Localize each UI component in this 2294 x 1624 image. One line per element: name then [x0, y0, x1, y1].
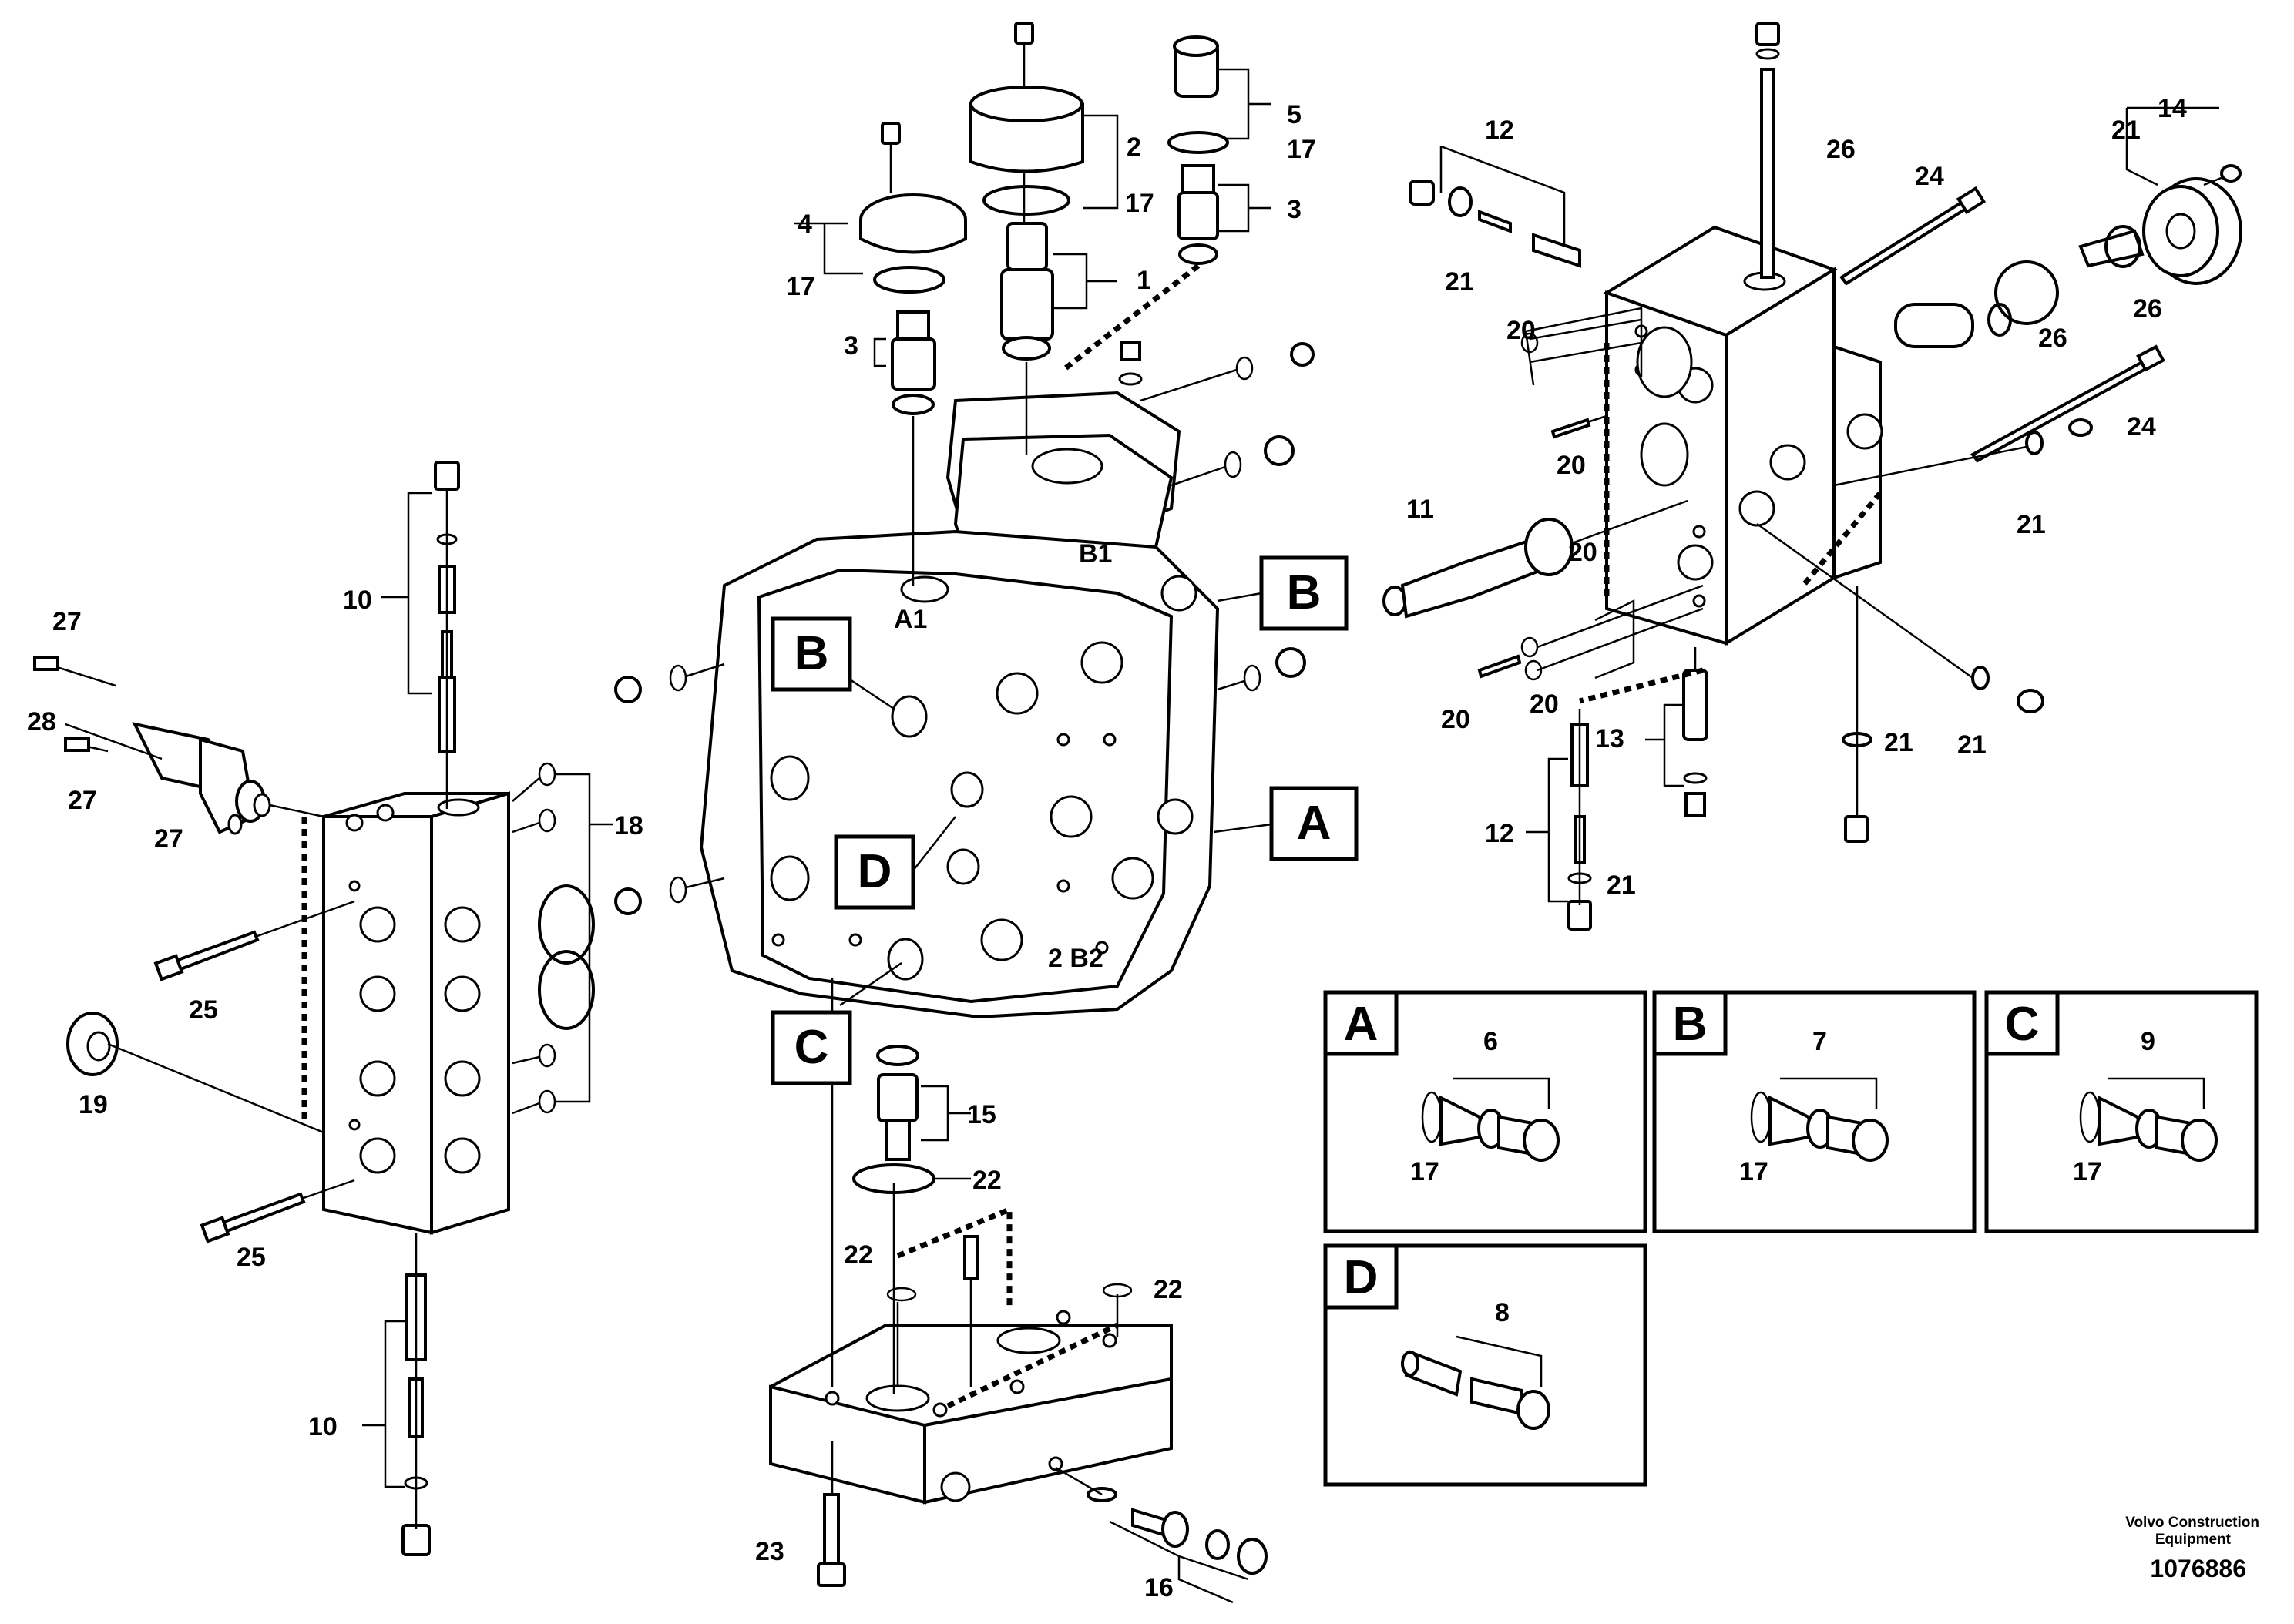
callout-11: 11 [1406, 495, 1434, 524]
callout-labels: 1 2 3 3 4 5 17 17 17 10 10 27 27 27 28 1… [27, 94, 2187, 1602]
callout-23: 23 [755, 1537, 784, 1566]
callout-4: 4 [798, 210, 812, 239]
callout-6: 6 [1483, 1027, 1498, 1056]
callout-20-d: 20 [1441, 705, 1470, 734]
callout-17-inset-b: 17 [1739, 1157, 1768, 1186]
callout-16: 16 [1144, 1573, 1174, 1602]
callout-3-left: 3 [844, 331, 858, 361]
callout-9: 9 [2141, 1027, 2155, 1056]
main-valve-body: A1 B1 2 B2 [614, 22, 1315, 1604]
callout-21-e: 21 [1884, 728, 1913, 757]
callout-20-b: 20 [1557, 451, 1586, 480]
company-name-line1: Volvo Construction [2125, 1515, 2259, 1531]
port-tag-b-right-label: B [1287, 566, 1322, 619]
callout-12-top: 12 [1485, 116, 1514, 145]
body-mark-a1: A1 [894, 605, 927, 634]
body-mark-b1: B1 [1079, 539, 1112, 569]
callout-26-a: 26 [1826, 135, 1856, 164]
callout-21-f: 21 [1957, 730, 1987, 760]
callout-28: 28 [27, 707, 56, 737]
callout-20-c: 20 [1568, 538, 1597, 567]
callout-15: 15 [967, 1100, 996, 1129]
callout-26-b: 26 [2133, 294, 2162, 324]
port-tag-c-left: C [771, 1010, 852, 1085]
inset-a-tag: A [1344, 998, 1379, 1051]
port-tag-d-left-label: D [858, 845, 892, 898]
callout-22-a: 22 [972, 1166, 1002, 1195]
callout-19: 19 [79, 1090, 108, 1119]
inset-b-tag: B [1673, 998, 1708, 1051]
callout-25-upper: 25 [189, 995, 218, 1025]
port-tag-d-left: D [834, 834, 915, 910]
port-tag-a-right: A [1213, 786, 1359, 861]
callout-3-top: 3 [1287, 195, 1302, 224]
left-section-block [33, 461, 613, 1556]
callout-20-a: 20 [1506, 316, 1536, 345]
callout-17-inset-a: 17 [1410, 1157, 1439, 1186]
callout-18: 18 [614, 811, 643, 841]
callout-5: 5 [1287, 100, 1302, 129]
port-tag-a-right-label: A [1297, 797, 1332, 850]
callout-22-b: 22 [844, 1240, 873, 1270]
port-tag-c-left-label: C [794, 1021, 829, 1074]
company-name-line2: Equipment [2155, 1532, 2232, 1548]
callout-17-mid: 17 [1125, 189, 1154, 218]
callout-21-c: 21 [2017, 510, 2046, 539]
inset-c-tag: C [2005, 998, 2040, 1051]
callout-24-a: 24 [1915, 162, 1944, 191]
footer: Volvo Construction Equipment 1076886 [2125, 1515, 2259, 1582]
inset-d-tag: D [1344, 1251, 1379, 1304]
callout-26-c: 26 [2038, 324, 2067, 353]
callout-27-low: 27 [154, 824, 183, 854]
callout-27-mid: 27 [68, 786, 97, 815]
port-tag-b-left-label: B [794, 627, 829, 680]
right-section-block [1382, 22, 2242, 931]
callout-8: 8 [1495, 1298, 1510, 1327]
port-tag-b-left: B [771, 616, 852, 692]
callout-21-d: 21 [1607, 871, 1636, 900]
callout-7: 7 [1812, 1027, 1827, 1056]
inset-a: A [1323, 990, 1647, 1233]
callout-21-a: 21 [1445, 267, 1474, 297]
callout-12-bottom: 12 [1485, 819, 1514, 848]
inset-b: B [1652, 990, 1977, 1233]
callout-20-e: 20 [1530, 690, 1559, 719]
callout-14: 14 [2158, 94, 2187, 123]
callout-24-b: 24 [2127, 412, 2156, 441]
callout-17-inset-c: 17 [2073, 1157, 2102, 1186]
drawing-number: 1076886 [2150, 1555, 2246, 1582]
inset-c: C [1984, 990, 2259, 1233]
callout-21-b: 21 [2111, 116, 2141, 145]
body-mark-b2: 2 B2 [1048, 944, 1103, 973]
callout-27-top: 27 [52, 607, 82, 636]
callout-10-top: 10 [343, 586, 372, 615]
callout-10-bottom: 10 [308, 1412, 338, 1441]
callout-25-lower: 25 [237, 1243, 266, 1272]
callout-13: 13 [1595, 724, 1624, 753]
callout-2: 2 [1127, 133, 1141, 162]
callout-17-left: 17 [786, 272, 815, 301]
inset-d: D [1323, 1243, 1647, 1487]
callout-17-top: 17 [1287, 135, 1316, 164]
port-tag-b-right: B [1217, 555, 1349, 631]
callout-1: 1 [1137, 266, 1151, 295]
callout-22-c: 22 [1154, 1275, 1183, 1304]
